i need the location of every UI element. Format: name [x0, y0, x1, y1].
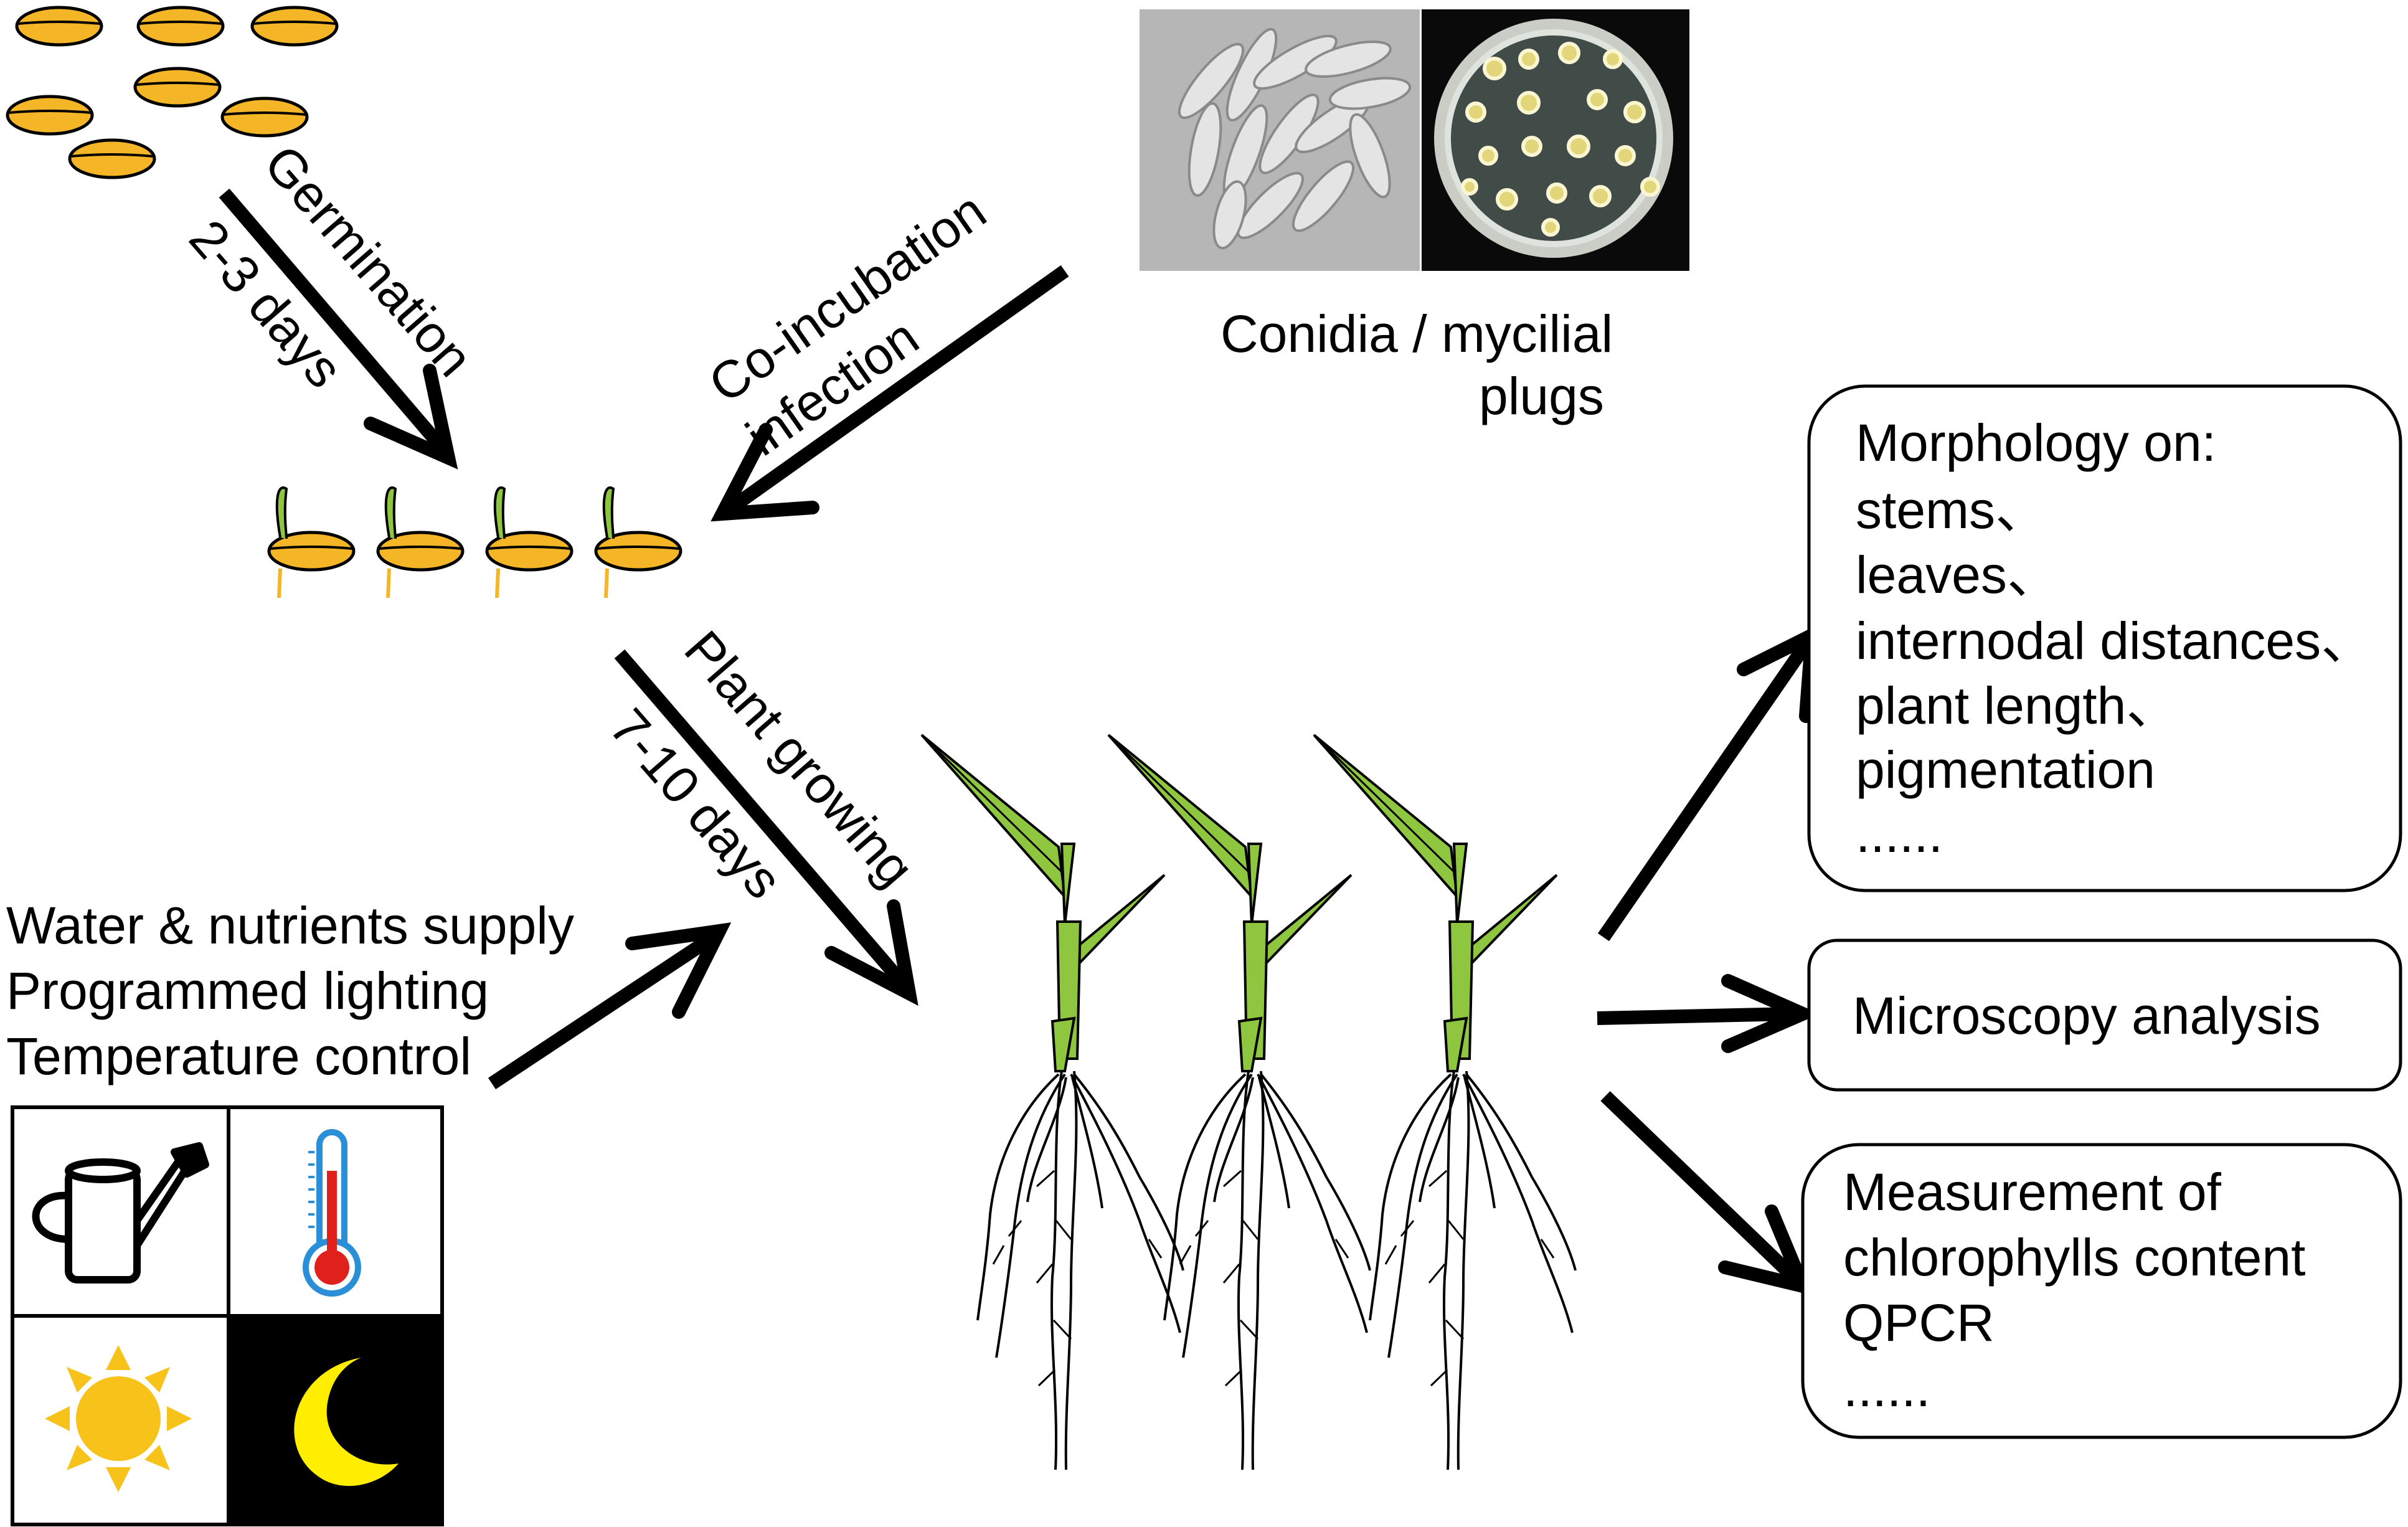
condition-temperature: Temperature control	[6, 1027, 471, 1085]
plant	[920, 734, 1184, 1470]
seed-cluster	[6, 6, 339, 179]
seed	[15, 6, 103, 47]
sun-icon	[45, 1345, 192, 1492]
plant-growing-arrow	[614, 649, 918, 1006]
watering-can-icon	[32, 1142, 209, 1284]
petri-dish-photo	[1422, 9, 1689, 271]
seed	[68, 138, 156, 179]
conidia-micrograph	[1140, 9, 1420, 271]
morphology-ellipsis: ......	[1856, 805, 1943, 863]
morphology-item: internodal distances、	[1856, 612, 2373, 670]
seed	[220, 97, 309, 138]
morphology-title: Morphology on:	[1856, 414, 2216, 472]
condition-lighting: Programmed lighting	[6, 962, 489, 1020]
measurement-line: chlorophylls content	[1843, 1228, 2305, 1287]
germinated-seeds	[267, 486, 682, 598]
conidia-label-line2: plugs	[1479, 367, 1604, 425]
microscopy-box: Microscopy analysis	[1807, 938, 2402, 1092]
measurement-ellipsis: ......	[1843, 1359, 1930, 1417]
conidia-label-line1: Conidia / mycilial	[1221, 305, 1613, 363]
moon-icon	[294, 1358, 399, 1487]
measurement-line: QPCR	[1843, 1293, 1995, 1352]
measurement-box: Measurement of chlorophylls content QPCR…	[1801, 1143, 2402, 1439]
conditions-arrow	[488, 922, 732, 1090]
seed	[250, 6, 339, 47]
morphology-box: Morphology on: stems、 leaves、 internodal…	[1807, 384, 2402, 892]
morphology-item: plant length、	[1856, 676, 2178, 735]
plant	[1313, 734, 1577, 1471]
microscopy-label: Microscopy analysis	[1853, 986, 2321, 1045]
germination-arrow	[219, 188, 458, 470]
morphology-item: stems、	[1856, 481, 2047, 539]
condition-water: Water & nutrients supply	[6, 896, 574, 955]
morphology-item: leaves、	[1856, 546, 2059, 604]
arrow-to-microscopy	[1597, 974, 1820, 1053]
coincubation-arrow	[711, 265, 1069, 522]
seed	[6, 95, 94, 136]
arrow-to-measurement	[1600, 1091, 1815, 1296]
thermometer-icon	[303, 1129, 361, 1297]
morphology-item: pigmentation	[1856, 740, 2155, 799]
seed	[133, 67, 222, 108]
seed	[136, 6, 225, 47]
conditions-icon-grid	[11, 1105, 444, 1526]
arrow-to-morphology	[1597, 623, 1820, 942]
plant	[1107, 734, 1371, 1471]
measurement-line: Measurement of	[1843, 1163, 2222, 1221]
